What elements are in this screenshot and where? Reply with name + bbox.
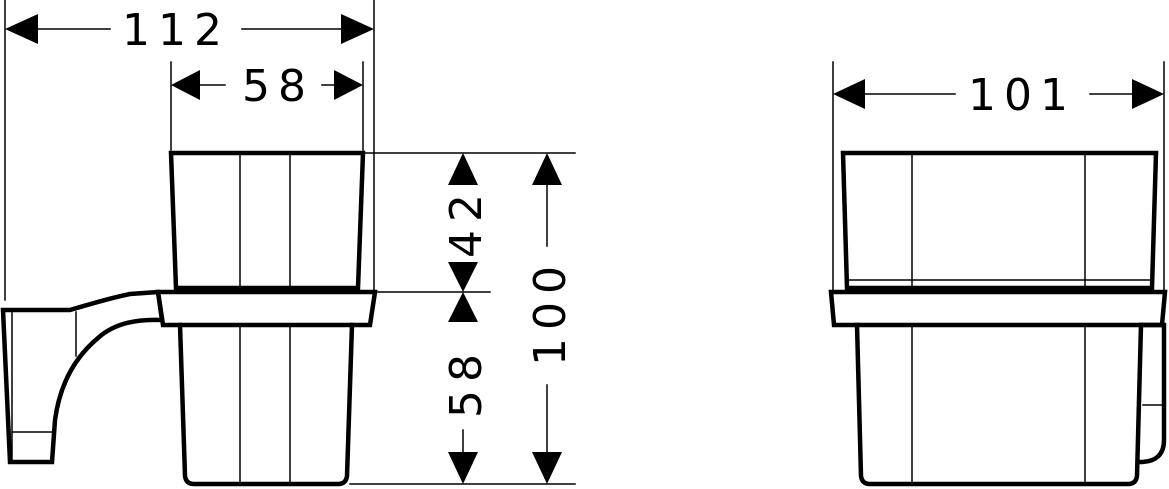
dimension-101: 101 [833,70,1164,121]
dim-58-h-label: 58 [242,61,314,112]
dim-100-label: 100 [525,258,576,366]
glass-upper-side [168,150,366,291]
dim-112-label: 112 [122,5,230,56]
side-view: 112 58 42 58 100 [0,0,576,487]
front-view: 101 [828,61,1168,487]
holder-ring-side [155,289,378,328]
holder-ring-front [828,289,1168,328]
dimension-112: 112 [5,5,374,56]
glass-lower-front [854,322,1144,487]
dim-58-v-label: 58 [441,346,492,418]
dim-42-label: 42 [441,186,492,258]
dimension-58-horizontal: 58 [171,61,363,112]
glass-upper-front [840,150,1159,291]
wall-bracket-side [0,289,165,465]
wall-bracket-front [1137,322,1167,465]
dim-101-label: 101 [968,70,1076,121]
glass-lower-side [177,322,355,487]
dimension-100-vertical: 100 [525,153,576,484]
dimension-42-58-vertical: 42 58 [441,153,492,484]
